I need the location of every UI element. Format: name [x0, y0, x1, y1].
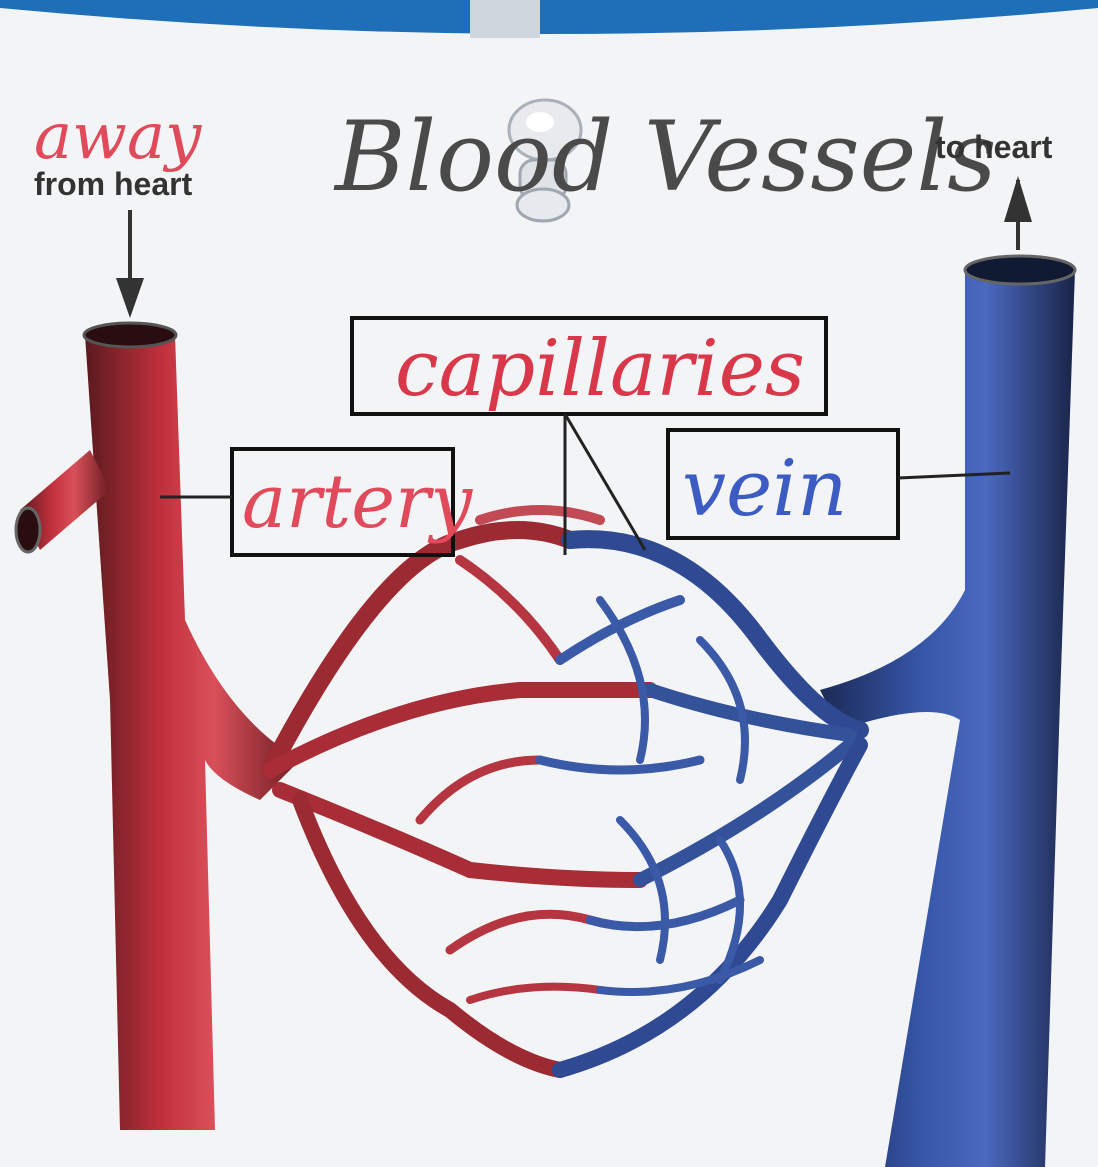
arrow-down-icon — [116, 210, 144, 318]
vein-opening — [965, 256, 1075, 284]
capillaries-label: capillaries — [395, 324, 805, 414]
artery-label: artery — [242, 459, 473, 545]
arterioles — [270, 510, 650, 1070]
label-from-heart: from heart — [34, 166, 193, 202]
artery-branch-opening — [16, 508, 40, 552]
vein — [820, 270, 1075, 1167]
top-banner — [0, 0, 1098, 34]
diagram-title: Blood Vessels — [333, 101, 996, 213]
artery-opening — [84, 323, 176, 347]
banner-tab — [470, 0, 540, 38]
vein-label: vein — [682, 444, 847, 534]
label-away: away — [34, 100, 202, 174]
label-to-heart: to heart — [935, 129, 1053, 165]
arrow-up-icon — [1004, 176, 1032, 250]
artery — [85, 335, 300, 1130]
